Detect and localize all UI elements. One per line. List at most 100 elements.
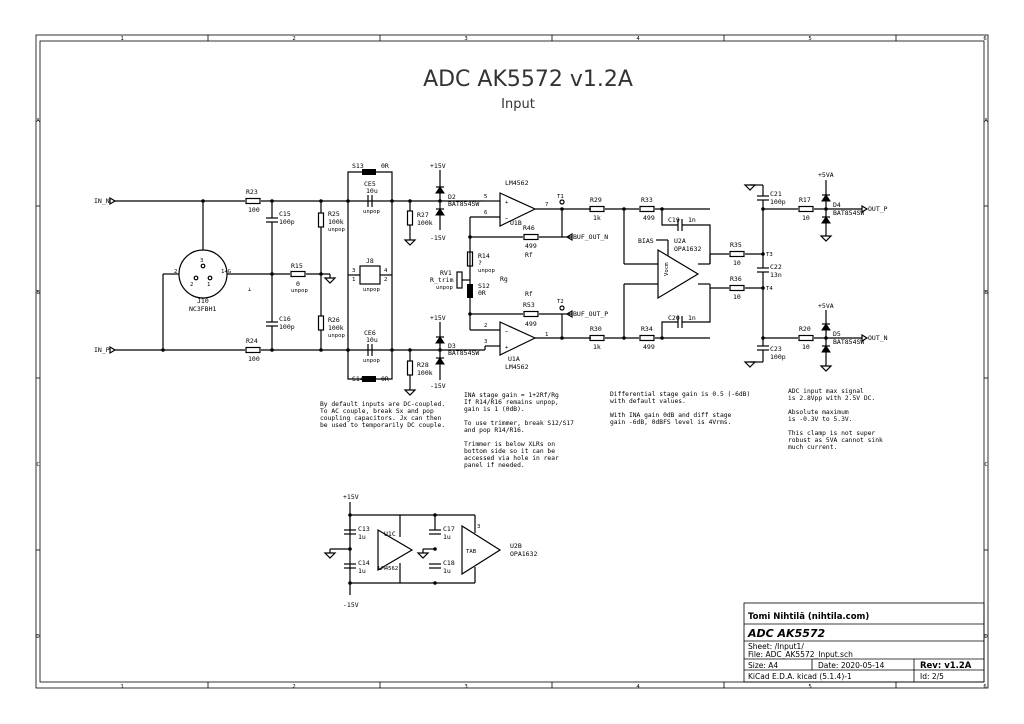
j8-pin1: 1 [352,277,355,283]
note-line: This clamp is not super [788,430,875,437]
pwr-m15v: -15V [343,601,359,609]
net-buf-out-n: BUF_OUT_N [573,233,608,241]
jumper-s14 [362,376,376,382]
r33-value: 499 [643,214,655,222]
d3-m15v: -15V [430,382,446,390]
r29-ref: R29 [590,196,602,204]
row-label: D [36,634,40,640]
resistor-r30 [589,334,605,342]
jumper-s13 [362,169,376,175]
d2-p15v: +15V [430,162,446,170]
test-point-icon [559,199,565,205]
resistor-r46 [523,233,539,241]
r20-ref: R20 [799,325,811,333]
r28-value: 100k [417,369,433,377]
note-line: ADC input max signal [788,388,864,395]
net-buf-out-p: BUF_OUT_P [573,310,608,318]
u1a-ref: U1A [508,355,520,363]
tb-file: File: ADC_AK5572_Input.sch [748,650,853,659]
power-decoupling: +15V -15V C13 1u C14 1u U1C LM4562 C17 1… [324,493,537,609]
note-line: panel if needed. [464,462,525,469]
r46-value: 499 [525,242,537,250]
ground-icon [404,385,416,396]
note-line: be used to temporarily DC couple. [320,422,445,429]
col-label: 5 [808,36,811,42]
j8-pin4: 4 [384,268,388,274]
d4-ref: D4 [833,201,841,209]
r35-ref: R35 [730,241,742,249]
u2b-pin3: 3 [477,524,480,530]
r14-value: ? [478,259,482,267]
r25-value: 100k [328,218,344,226]
diode-d5-upper [821,323,831,331]
r26-note: unpop [328,333,345,339]
note-line: Absolute maximum [788,409,849,416]
d5-value: BAT854SW [833,338,864,346]
r15-note: unpop [291,288,308,294]
r17-ref: R17 [799,196,811,204]
capacitor-c18 [428,563,442,569]
u1a-pin3: 3 [484,339,487,345]
r17-value: 10 [802,214,810,222]
row-label: D [984,634,988,640]
c23-value: 100p [770,353,786,361]
r24-ref: R24 [246,337,258,345]
capacitor-c22 [756,267,770,273]
j10-ref: J10 [197,297,209,305]
net-out-n: OUT_N [868,334,888,342]
resistor-r33 [639,205,655,213]
col-label: 2 [292,684,295,690]
r15-ref: R15 [291,262,303,270]
opamp-u1b [499,192,537,227]
tb-author: Tomi Nihtilä (nihtila.com) [748,612,869,622]
note-line: INA stage gain = 1+2Rf/Rg [464,392,559,399]
resistor-r24 [245,346,261,354]
ce6-value: 10u [366,336,378,344]
s13-value: 0R [381,162,389,170]
note-line: With INA gain 0dB and diff stage [610,412,732,419]
u2b-ref: U2B [510,542,522,550]
opamp-u1a [499,321,537,356]
net-in-n: IN_N [94,197,110,205]
r33-ref: R33 [641,196,653,204]
tb-rev: Rev: v1.2A [920,661,972,671]
u1c-ref: U1C [384,530,396,538]
test-point-t3: T3 [766,252,773,258]
ground-icon [404,235,416,246]
resistor-r34 [639,334,655,342]
c23-ref: C23 [770,345,782,353]
jumper-s12 [467,284,473,298]
r27-ref: R27 [417,211,429,219]
test-point-icon [559,305,565,311]
diode-d4-upper [821,194,831,202]
d3-ref: D3 [448,342,456,350]
note-line: Differential stage gain is 0.5 (-6dB) [610,391,750,398]
tb-date: Date: 2020-05-14 [818,661,885,670]
resistor-r20 [798,334,814,342]
u1b-pin7: 7 [545,202,548,208]
r20-value: 10 [802,343,810,351]
s12-value: 0R [478,289,486,297]
r15-value: 0 [296,280,300,288]
capacitor-c17 [428,529,442,535]
r46-role: Rf [525,251,533,259]
ce5-note: unpop [363,209,380,215]
r29-value: 1k [593,214,601,222]
c22-value: 13n [770,271,782,279]
notes: By default inputs are DC-coupled. To AC … [320,388,883,469]
c14-ref: C14 [358,559,370,567]
opamp-minus-icon: − [505,329,509,335]
r53-role: Rf [525,290,533,298]
u2b-value: OPA1632 [510,550,537,558]
r25-note: unpop [328,227,345,233]
col-label: 2 [292,36,295,42]
diode-d3-upper [435,336,445,344]
u2a-ref: U2A [674,237,686,245]
border-column-labels: 1 2 3 4 5 6 1 2 3 4 5 6 A B C D A B C D [36,36,988,690]
ground-icon [820,231,832,242]
note-line: and pop R14/R16. [464,427,525,434]
note-line: coupling capacitors. Jx can then [320,415,442,422]
note-line: is 2.8Vpp with 2.5V DC. [788,395,875,402]
jumper-header-j8 [359,265,381,285]
c17-value: 1u [443,533,451,541]
